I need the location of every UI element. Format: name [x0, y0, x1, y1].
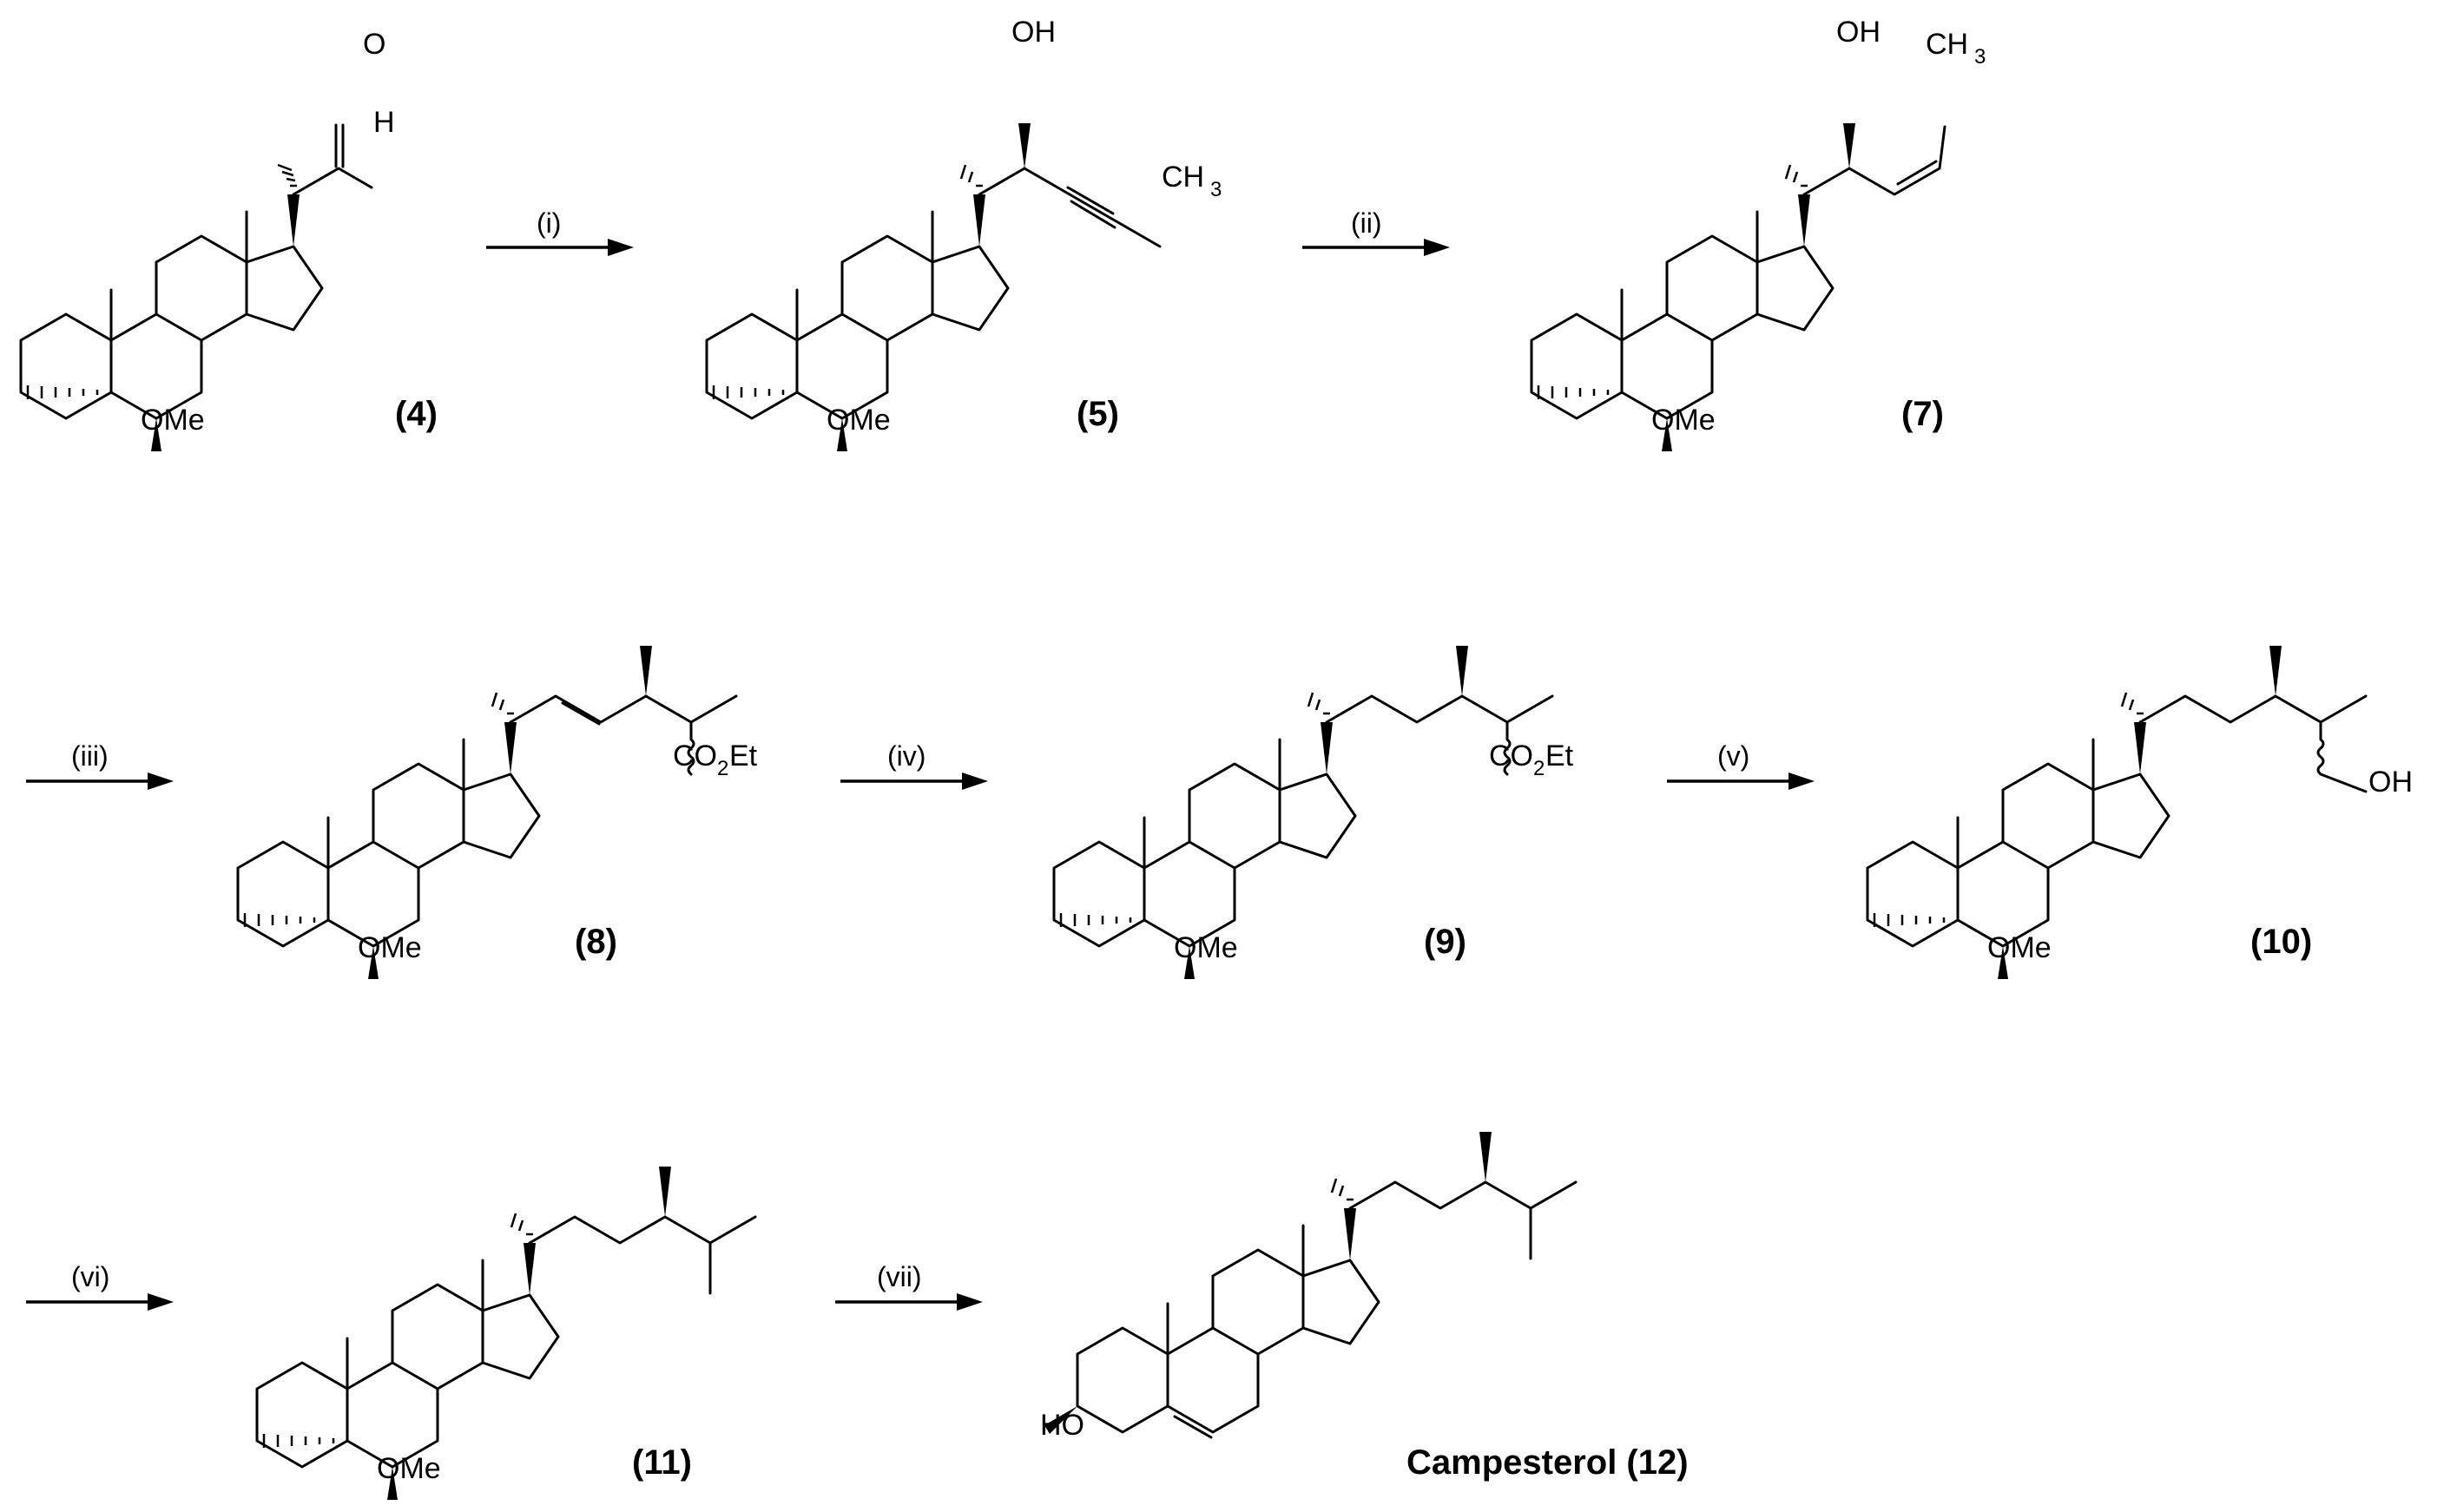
compound-9-ome: OMe — [1174, 931, 1238, 964]
compound-5-structure — [705, 123, 1162, 453]
campesterol-label: Campesterol (12) — [1406, 1443, 1689, 1482]
compound-4-label: (4) — [395, 395, 438, 433]
compound-10-structure — [1866, 646, 2368, 981]
compound-8-co: CO — [673, 740, 717, 772]
compound-8-ome: OMe — [358, 931, 422, 964]
compound-5-ch-sub: 3 — [1210, 178, 1222, 201]
compound-7-oh: OH — [1836, 16, 1881, 49]
compound-11-structure — [255, 1167, 757, 1502]
compound-11-ome: OMe — [377, 1452, 441, 1485]
compound-5-oh: OH — [1011, 16, 1056, 49]
compound-8-structure — [236, 646, 738, 981]
campesterol-ho: HO — [1040, 1409, 1084, 1442]
arrow-ii-head — [1424, 239, 1450, 256]
compound-10-ome: OMe — [1987, 931, 2052, 964]
compound-11-label: (11) — [632, 1443, 692, 1482]
step-vii-label: (vii) — [877, 1261, 922, 1292]
compound-10-oh: OH — [2368, 766, 2413, 799]
arrow-v-head — [1788, 772, 1815, 790]
compound-5-ch: CH — [1162, 161, 1204, 194]
compound-5-label: (5) — [1077, 395, 1119, 433]
compound-8-et: Et — [729, 740, 758, 772]
arrow-vi-head — [148, 1293, 174, 1311]
arrow-iv-head — [962, 772, 988, 790]
compound-8-co-sub: 2 — [717, 757, 728, 780]
compound-10-label: (10) — [2250, 923, 2312, 961]
compound-9-et: Et — [1545, 740, 1574, 772]
arrow-vii-head — [957, 1293, 983, 1311]
compound-8-label: (8) — [575, 923, 617, 961]
step-ii-label: (ii) — [1351, 207, 1382, 239]
step-v-label: (v) — [1717, 740, 1749, 772]
arrow-iii-head — [148, 772, 174, 790]
step-iii-label: (iii) — [71, 740, 109, 772]
compound-4-o: O — [363, 28, 385, 61]
compound-7-ch-sub: 3 — [1974, 45, 1986, 69]
compound-9-co: CO — [1489, 740, 1533, 772]
compound-7-ch: CH — [1926, 28, 1968, 61]
compound-9-structure — [1052, 646, 1554, 981]
compound-7-ome: OMe — [1651, 404, 1716, 437]
arrow-i-head — [608, 239, 634, 256]
compound-7-label: (7) — [1901, 395, 1944, 433]
compound-4-structure — [19, 123, 373, 453]
compound-4-h: H — [373, 106, 395, 139]
step-vi-label: (vi) — [71, 1261, 109, 1292]
compound-4-ome: OMe — [141, 404, 205, 437]
compound-9-label: (9) — [1424, 923, 1466, 961]
campesterol-structure — [1044, 1132, 1578, 1439]
step-iv-label: (iv) — [887, 740, 925, 772]
compound-7-structure — [1530, 123, 1946, 453]
compound-9-co-sub: 2 — [1533, 757, 1545, 780]
step-i-label: (i) — [537, 207, 561, 239]
compound-5-ome: OMe — [827, 404, 891, 437]
